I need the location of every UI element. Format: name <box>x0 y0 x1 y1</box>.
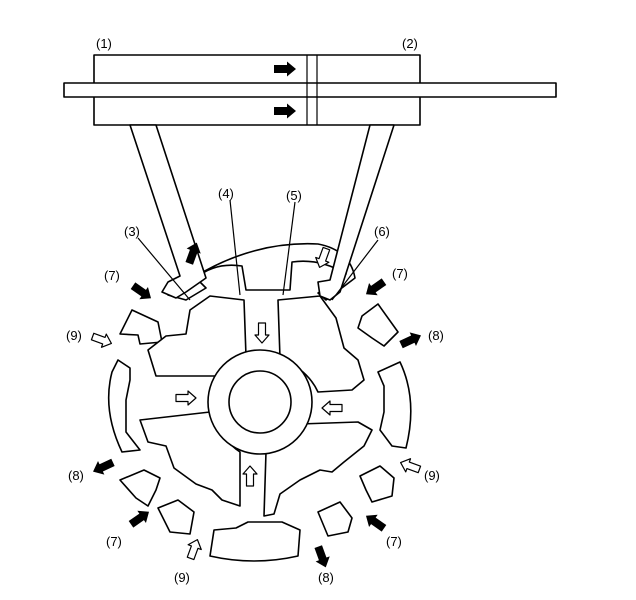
label-port-3: (3) <box>124 224 140 239</box>
tube-right <box>317 124 395 301</box>
arrow-solid-7-top-right <box>361 275 389 301</box>
piston-rod <box>63 82 557 98</box>
rotor-hub-inner <box>228 370 292 434</box>
arrow-solid-8-left <box>89 455 117 479</box>
label-8-right: (8) <box>428 328 444 343</box>
leader-line-5 <box>282 201 296 296</box>
arrow-hollow-9-left <box>89 329 115 351</box>
leader-line-4 <box>229 199 241 296</box>
arrow-solid-7-bottom-right <box>361 509 389 535</box>
housing-bottom-segment <box>209 521 301 562</box>
label-7-top-right: (7) <box>392 266 408 281</box>
label-port-4: (4) <box>218 186 234 201</box>
arrow-solid-7-top-left <box>128 279 156 305</box>
housing-block-upper-right <box>357 303 399 347</box>
arrow-hollow-rotor-right <box>321 400 343 416</box>
housing-segment-right <box>377 361 412 449</box>
label-cylinder-right: (2) <box>402 36 418 51</box>
arrow-hollow-rotor-top <box>254 322 270 344</box>
leader-line-3 <box>137 237 191 301</box>
valve-housing <box>107 242 412 562</box>
leader-line-6 <box>331 239 379 301</box>
label-8-bottom: (8) <box>318 570 334 585</box>
housing-block-bottom-left <box>157 499 195 535</box>
label-8-left: (8) <box>68 468 84 483</box>
label-7-bottom-right: (7) <box>386 534 402 549</box>
arrow-hollow-9-bottom <box>183 536 205 562</box>
housing-block-lower-right <box>359 465 395 503</box>
arrow-solid-8-bottom <box>311 544 333 570</box>
label-port-6: (6) <box>374 224 390 239</box>
housing-block-bottom-right <box>317 501 353 537</box>
arrow-hollow-rotor-left <box>175 390 197 406</box>
housing-block-upper-left <box>119 309 163 345</box>
rotor <box>139 295 373 517</box>
label-9-right: (9) <box>424 468 440 483</box>
tube-left <box>129 124 207 299</box>
arrow-hollow-rotor-bottom <box>242 465 258 487</box>
label-7-top-left: (7) <box>104 268 120 283</box>
label-9-left: (9) <box>66 328 82 343</box>
arrow-hollow-9-right <box>397 455 423 477</box>
housing-top-segment <box>167 242 356 301</box>
label-9-bottom: (9) <box>174 570 190 585</box>
label-cylinder-left: (1) <box>96 36 112 51</box>
housing-segment-left <box>107 359 141 453</box>
labels: (1) (2) (3) (4) (5) (6) (7) (7) (9) (8) … <box>66 36 444 585</box>
label-7-bottom-left: (7) <box>106 534 122 549</box>
cylinder <box>63 54 557 126</box>
arrow-solid-7-bottom-left <box>126 505 154 531</box>
piston <box>306 55 318 125</box>
leader-lines <box>137 199 379 301</box>
arrow-solid-8-right <box>397 328 425 352</box>
housing-block-lower-left <box>119 469 161 507</box>
label-port-5: (5) <box>286 188 302 203</box>
